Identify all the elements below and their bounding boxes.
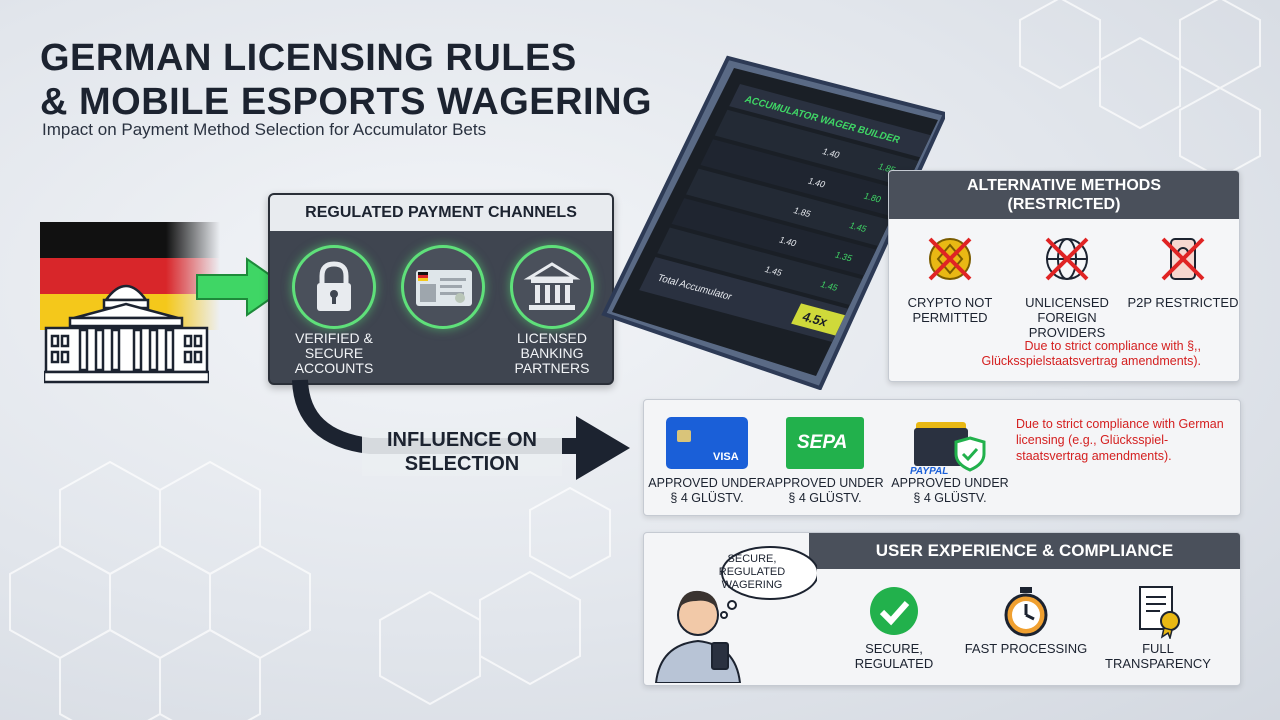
phone-header-bar	[729, 84, 938, 164]
credit-card-icon: VISA	[666, 417, 748, 469]
phone-odds-3: 1.85	[792, 205, 813, 219]
visa-brand-text: VISA	[713, 451, 739, 463]
crypto-coin-icon	[928, 237, 972, 281]
checkmark-icon	[870, 587, 918, 635]
crypto-label: Crypto Not Permitted	[907, 295, 993, 325]
wallet-shield-icon: PAYPAL	[910, 422, 986, 476]
id-card-icon	[401, 245, 485, 329]
phone-odds-4: 1.40	[777, 235, 798, 249]
regulated-payment-channels-panel: REGULATED PAYMENT CHANNELS Verified & Se…	[268, 193, 614, 385]
smartphone-accumulator-app: ACCUMULATOR WAGER BUILDER 1.40 1.85 1.40…	[601, 55, 945, 390]
alternative-methods-title: ALTERNATIVE METHODS (RESTRICTED)	[889, 171, 1239, 219]
paypal-brand-text: PAYPAL	[910, 466, 948, 476]
thought-bubble-text: Secure, Regulated Wagering	[718, 553, 786, 591]
alternative-compliance-note: Due to strict compliance with §,, Glücks…	[981, 339, 1201, 368]
approved-compliance-note: Due to strict compliance with German lic…	[1016, 417, 1224, 463]
title-line-1: GERMAN LICENSING RULES	[40, 37, 577, 79]
phone-odd2-5: 1.45	[819, 279, 840, 293]
phone-odds-1: 1.40	[821, 146, 842, 160]
influence-line-2: SELECTION	[404, 453, 520, 475]
globe-icon	[1045, 237, 1089, 281]
secure-regulated-label: Secure, Regulated	[854, 641, 934, 671]
phone-odds-5: 1.45	[763, 264, 784, 278]
phone-total-odds: 4.5x	[800, 309, 831, 329]
title-line-2: & MOBILE ESPORTS WAGERING	[40, 81, 653, 123]
approved-methods-panel: VISA SEPA PAYPAL Approved under § 4 GlüS…	[643, 399, 1241, 516]
phone-odd2-4: 1.35	[833, 250, 854, 264]
bank-icon	[510, 245, 594, 329]
user-experience-title: USER EXPERIENCE & COMPLIANCE	[809, 533, 1240, 569]
phone-odd2-2: 1.80	[862, 191, 883, 205]
regulated-panel-title: REGULATED PAYMENT CHANNELS	[270, 195, 612, 231]
p2p-phone-icon	[1161, 237, 1205, 281]
unlicensed-foreign-label: Unlicensed Foreign Providers	[1025, 295, 1109, 340]
page-title: GERMAN LICENSING RULES & MOBILE ESPORTS …	[40, 36, 652, 124]
user-experience-panel: USER EXPERIENCE & COMPLIANCE Secure, Reg…	[643, 532, 1241, 686]
stopwatch-icon	[1004, 587, 1048, 637]
verified-secure-accounts-label: Verified & Secure Accounts	[294, 330, 374, 376]
influence-on-selection-label: INFLUENCE ON SELECTION	[362, 428, 562, 476]
phone-odd2-3: 1.45	[848, 220, 869, 234]
certificate-icon	[1139, 586, 1180, 639]
visa-approved-label: Approved under § 4 GlüStV.	[648, 476, 766, 505]
page-subtitle: Impact on Payment Method Selection for A…	[42, 120, 487, 139]
alternative-methods-panel: ALTERNATIVE METHODS (RESTRICTED) Crypto …	[888, 170, 1240, 382]
alt-title-line-1: ALTERNATIVE METHODS	[966, 177, 1162, 194]
licensed-banking-partners-label: Licensed Banking Partners	[514, 330, 590, 376]
p2p-label: P2P Restricted	[1127, 295, 1239, 310]
sepa-brand-text: SEPA	[797, 432, 847, 453]
alt-title-line-2: (RESTRICTED)	[1007, 196, 1121, 213]
fast-processing-label: Fast Processing	[964, 641, 1088, 656]
paypal-approved-label: Approved under § 4 GlüStV.	[891, 476, 1009, 505]
full-transparency-label: Full Transparency	[1105, 641, 1211, 671]
influence-line-1: INFLUENCE ON	[387, 429, 537, 451]
green-arrow-icon	[196, 257, 289, 317]
sepa-approved-label: Approved under § 4 GlüStV.	[766, 476, 884, 505]
padlock-icon	[292, 245, 376, 329]
government-building-icon	[44, 284, 209, 384]
sepa-icon: SEPA	[786, 417, 864, 469]
phone-odds-2: 1.40	[806, 176, 827, 190]
user-with-phone-icon	[654, 546, 817, 683]
